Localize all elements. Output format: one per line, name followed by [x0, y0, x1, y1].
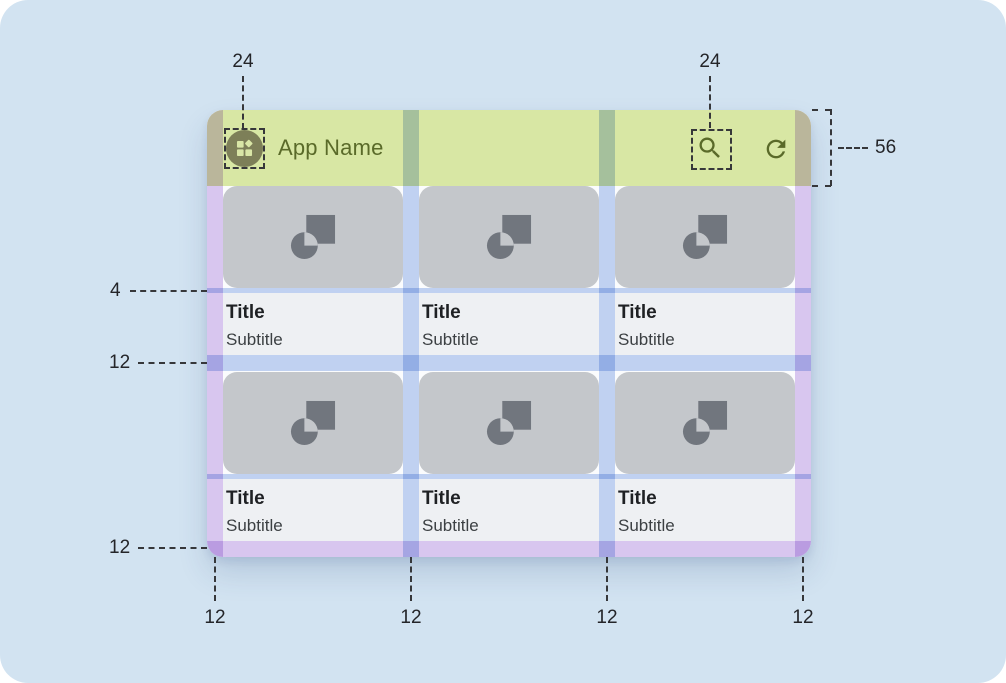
dim-line: [410, 557, 412, 601]
app-mockup: App Name Title Subtitle: [207, 110, 811, 557]
dim-label-icon-right: 24: [699, 51, 721, 72]
card[interactable]: Title Subtitle: [223, 372, 403, 541]
card-title: Title: [422, 488, 461, 509]
card-media-placeholder: [419, 186, 599, 288]
dim-label-gutter: 12: [204, 607, 226, 628]
card-media-placeholder: [223, 186, 403, 288]
image-placeholder-icon: [682, 400, 728, 446]
card-title: Title: [422, 302, 461, 323]
card-text-block: Title Subtitle: [223, 479, 403, 541]
search-icon[interactable]: [696, 134, 724, 162]
card-title: Title: [618, 302, 657, 323]
card-title: Title: [618, 488, 657, 509]
dim-line: [606, 557, 608, 601]
card-text-block: Title Subtitle: [419, 293, 599, 355]
search-icon-measure-box: [691, 129, 732, 170]
card[interactable]: Title Subtitle: [615, 186, 795, 355]
card-media-placeholder: [419, 372, 599, 474]
app-grid-icon: [236, 139, 253, 157]
image-placeholder-icon: [486, 400, 532, 446]
refresh-icon[interactable]: [762, 135, 790, 163]
card-subtitle: Subtitle: [226, 515, 283, 535]
dim-line: [214, 557, 216, 601]
dim-line: [130, 290, 207, 292]
card[interactable]: Title Subtitle: [615, 372, 795, 541]
dim-line: [802, 557, 804, 601]
card-title: Title: [226, 302, 265, 323]
app-icon-measure-box: [224, 128, 265, 169]
card-media-placeholder: [223, 372, 403, 474]
card-text-block: Title Subtitle: [223, 293, 403, 355]
dim-line: [138, 547, 207, 549]
image-placeholder-icon: [486, 214, 532, 260]
card-subtitle: Subtitle: [422, 329, 479, 349]
dim-bracket-bottom: [812, 185, 831, 187]
image-placeholder-icon: [290, 214, 336, 260]
dim-label-gutter: 12: [792, 607, 814, 628]
dim-label-appbar-height: 56: [875, 137, 897, 158]
dim-line: [242, 76, 244, 129]
card[interactable]: Title Subtitle: [223, 186, 403, 355]
card-media-placeholder: [615, 372, 795, 474]
dim-label-gutter: 12: [596, 607, 618, 628]
dim-label-media-text-gap: 4: [110, 280, 121, 301]
card-subtitle: Subtitle: [618, 515, 675, 535]
dim-label-bottom-margin: 12: [109, 537, 131, 558]
app-icon-button[interactable]: [226, 130, 263, 167]
margin-overlay-bottom: [207, 541, 811, 557]
card-subtitle: Subtitle: [618, 329, 675, 349]
dim-pointer: [838, 147, 868, 149]
dim-label-gutter: 12: [400, 607, 422, 628]
dim-line: [138, 362, 207, 364]
card-title: Title: [226, 488, 265, 509]
row-gap-overlay: [207, 355, 811, 371]
app-name-title: App Name: [278, 135, 384, 160]
card[interactable]: Title Subtitle: [419, 186, 599, 355]
dim-bracket-top: [812, 109, 831, 111]
card-text-block: Title Subtitle: [615, 293, 795, 355]
card-media-placeholder: [615, 186, 795, 288]
dim-line: [709, 76, 711, 128]
dim-label-icon-left: 24: [232, 51, 254, 72]
card-text-block: Title Subtitle: [419, 479, 599, 541]
image-placeholder-icon: [682, 214, 728, 260]
card-text-block: Title Subtitle: [615, 479, 795, 541]
image-placeholder-icon: [290, 400, 336, 446]
card-subtitle: Subtitle: [226, 329, 283, 349]
dim-bracket-side: [830, 109, 832, 186]
card[interactable]: Title Subtitle: [419, 372, 599, 541]
card-subtitle: Subtitle: [422, 515, 479, 535]
dim-label-row-gap: 12: [109, 352, 131, 373]
